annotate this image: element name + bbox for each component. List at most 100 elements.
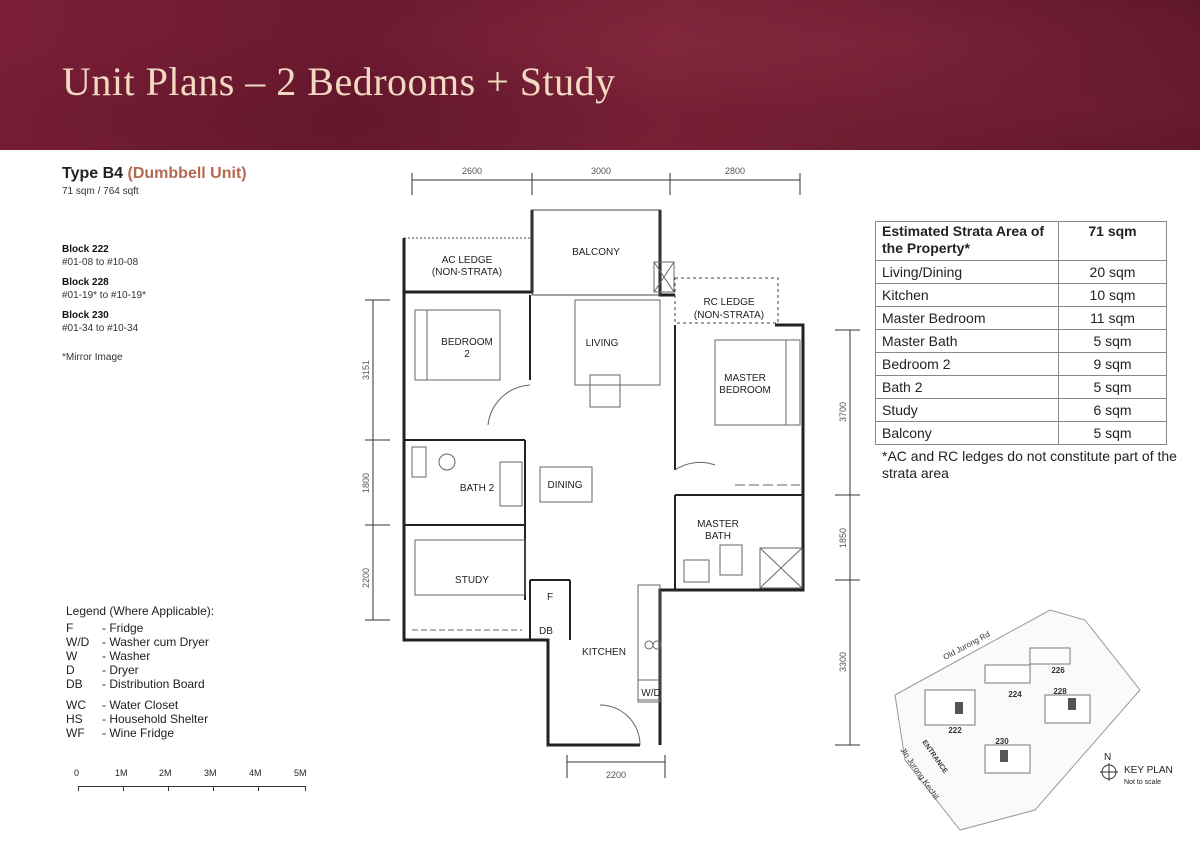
balcony-rail [404, 209, 779, 324]
unit-type: Type B4 [62, 165, 124, 182]
label-dining: DINING [548, 480, 583, 491]
scale-label: 1M [115, 768, 128, 778]
dim-left-1: 3151 [361, 360, 371, 380]
scale-tick [168, 786, 169, 791]
legend-row: W/D- Washer cum Dryer [66, 635, 214, 649]
label-db: DB [539, 626, 553, 637]
unit-variant: (Dumbbell Unit) [127, 165, 247, 182]
legend-row: WF - Wine Fridge [66, 726, 214, 740]
legend-key: HS [66, 712, 83, 726]
label-fridge: F [547, 592, 553, 603]
dim-top-3: 2800 [725, 166, 745, 176]
page-title: Unit Plans – 2 Bedrooms + Study [62, 59, 616, 104]
block-units: #01-34 to #10-34 [62, 323, 139, 334]
legend-row: F - Fridge [66, 621, 214, 635]
unit-title: Type B4 (Dumbbell Unit) [62, 165, 247, 183]
dim-bottom: 2200 [606, 770, 626, 780]
label-ac-ledge: AC LEDGE [442, 255, 493, 266]
key-plan-label: KEY PLAN Not to scale [1124, 765, 1173, 789]
dim-left-3: 2200 [361, 568, 371, 588]
area-header-label: Estimated Strata Area of the Property* [875, 221, 1059, 261]
legend-label: - Household Shelter [102, 712, 209, 726]
legend-key: WF [66, 726, 85, 740]
scale-label: 0 [74, 768, 80, 778]
area-value: 5 sqm [1058, 375, 1167, 399]
scale-tick [123, 786, 124, 791]
area-room: Study [875, 398, 1059, 422]
legend-label: - Water Closet [102, 698, 179, 712]
area-note: *AC and RC ledges do not constitute part… [882, 448, 1177, 481]
legend-label: - Washer [102, 649, 151, 663]
legend-label: - Dryer [102, 663, 139, 677]
block-name: Block 228 [62, 277, 109, 288]
label-master-bath: MASTER [697, 519, 739, 530]
label-master-bath-sub: BATH [705, 531, 731, 542]
scale-label: 2M [159, 768, 172, 778]
key-block-224: 224 [1008, 690, 1022, 699]
legend-key: WC [66, 698, 86, 712]
block-item: Block 222 #01-08 to #10-08 [62, 243, 146, 269]
legend-title: Legend (Where Applicable): [66, 604, 215, 618]
legend-key: D [66, 663, 75, 677]
label-bedroom2-num: 2 [464, 349, 470, 360]
key-plan-subtitle: Not to scale [1124, 779, 1161, 786]
header-banner [0, 0, 1200, 150]
scale-label: 3M [204, 768, 217, 778]
dimension-lines [365, 173, 860, 778]
doors-and-furniture [411, 261, 803, 746]
label-bedroom2: BEDROOM [441, 337, 493, 348]
legend: Legend (Where Applicable): F - Fridge W/D… [66, 604, 214, 740]
dim-top-2: 3000 [591, 166, 611, 176]
block-name: Block 230 [62, 310, 109, 321]
key-block-226: 226 [1051, 666, 1065, 675]
legend-label: - Wine Fridge [102, 726, 175, 740]
room-labels: AC LEDGE (NON-STRATA) BALCONY RC LEDGE (… [432, 247, 771, 699]
area-room: Master Bath [875, 329, 1059, 353]
mirror-note: *Mirror Image [62, 352, 123, 363]
scale-label: 4M [249, 768, 262, 778]
area-value: 5 sqm [1058, 421, 1167, 445]
block-name: Block 222 [62, 244, 109, 255]
label-living: LIVING [586, 338, 619, 349]
area-room: Master Bedroom [875, 306, 1059, 330]
label-master: MASTER [724, 373, 766, 384]
dim-left-2: 1800 [361, 473, 371, 493]
unit-area: 71 sqm / 764 sqft [62, 186, 139, 197]
legend-key: F [66, 621, 74, 635]
area-table-header: Estimated Strata Area of the Property* 7… [875, 221, 1167, 261]
scale-bar: 0 1M 2M 3M 4M 5M [72, 768, 312, 798]
area-value: 6 sqm [1058, 398, 1167, 422]
banner-texture [0, 0, 1200, 150]
legend-label: - Washer cum Dryer [102, 635, 209, 649]
area-table: Estimated Strata Area of the Property* 7… [875, 221, 1167, 445]
label-kitchen: KITCHEN [582, 647, 626, 658]
key-plan: 226 224 228 222 230 Old Jurong Rd Jln Ju… [894, 609, 1141, 831]
area-room: Balcony [875, 421, 1059, 445]
interior-walls [404, 295, 803, 640]
block-item: Block 228 #01-19* to #10-19* [62, 276, 146, 302]
legend-key: W [66, 649, 78, 663]
label-wd: W/D [641, 688, 660, 699]
exterior-walls [402, 210, 805, 747]
legend-key: DB [66, 677, 83, 691]
area-room: Bath 2 [875, 375, 1059, 399]
legend-row: HS - Household Shelter [66, 712, 214, 726]
area-value: 10 sqm [1058, 283, 1167, 307]
label-ac-ledge-sub: (NON-STRATA) [432, 267, 502, 278]
key-block-230: 230 [995, 737, 1009, 746]
dim-top-1: 2600 [462, 166, 482, 176]
scale-tick [305, 786, 306, 791]
legend-label: - Fridge [102, 621, 144, 635]
legend-row: W - Washer [66, 649, 214, 663]
north-label: N [1104, 752, 1112, 763]
dim-right-2: 1850 [838, 528, 848, 548]
dim-right-3: 3300 [838, 652, 848, 672]
area-room: Living/Dining [875, 260, 1059, 284]
label-rc-ledge: RC LEDGE [703, 297, 754, 308]
